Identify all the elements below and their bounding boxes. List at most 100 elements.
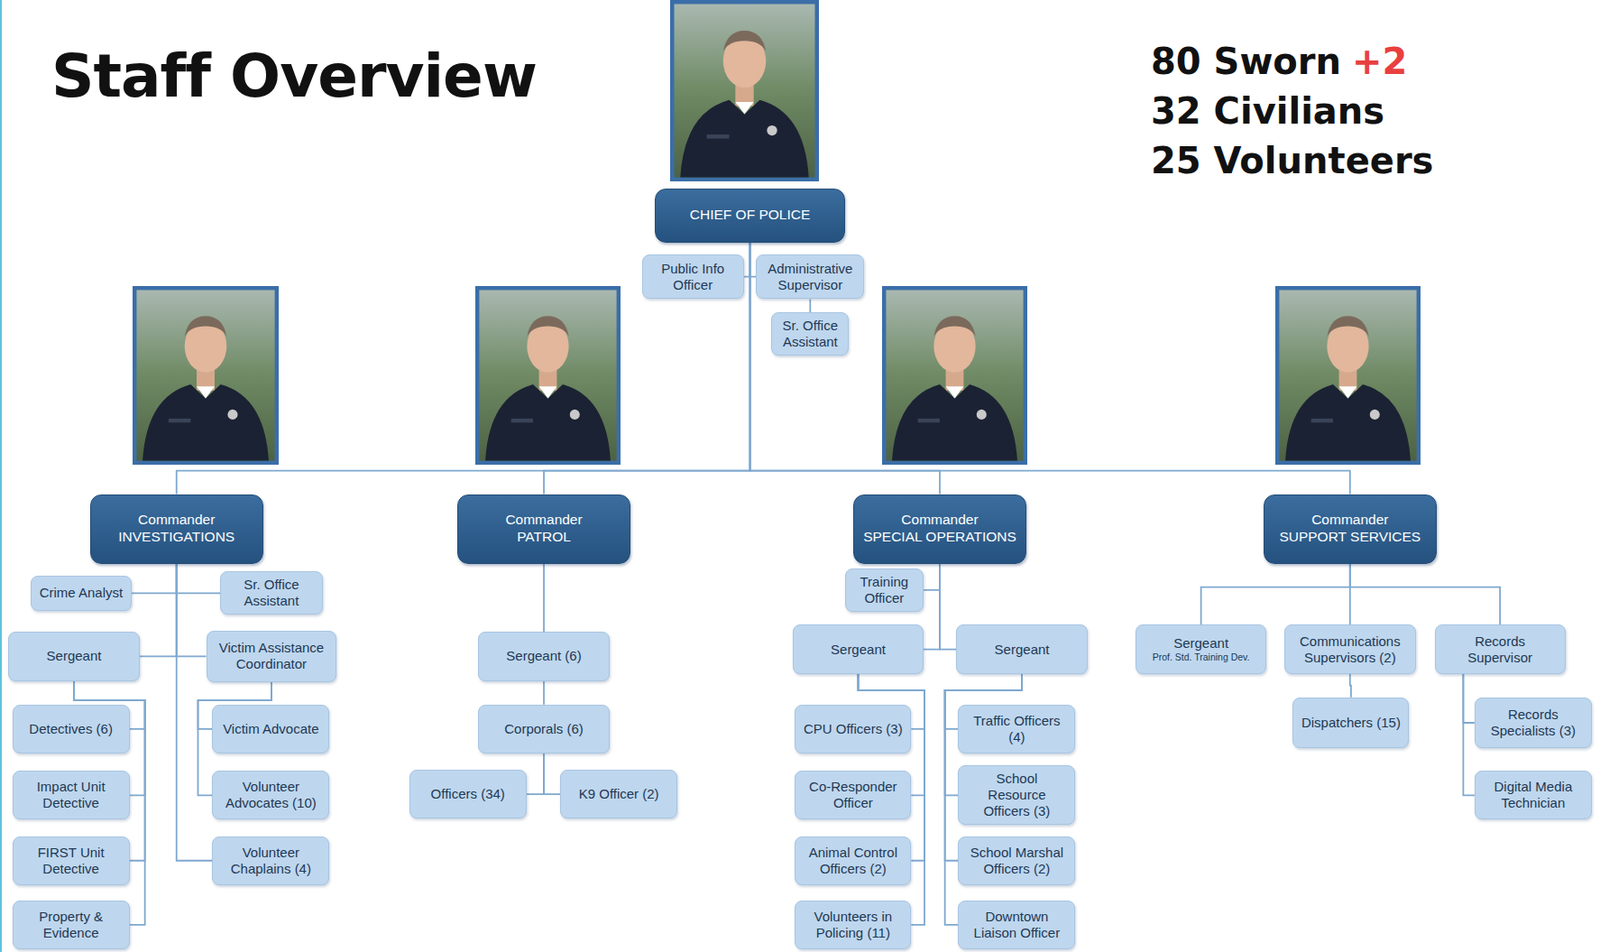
position-box: Communications Supervisors (2) [1284, 624, 1417, 673]
position-box: SergeantProf. Std. Training Dev. [1135, 624, 1267, 673]
leader-box: CHIEF OF POLICE [654, 188, 845, 243]
position-title: School Resource Officers (3) [965, 770, 1067, 819]
leader-box: CommanderINVESTIGATIONS [90, 494, 264, 564]
position-box: Records Specialists (3) [1474, 697, 1592, 749]
org-connector [1462, 673, 1474, 796]
staff-count: 32 Civilians [1150, 89, 1385, 133]
position-box: Traffic Officers (4) [957, 704, 1076, 754]
position-box: Corporals (6) [478, 704, 610, 754]
position-title: Training Officer [853, 573, 916, 607]
position-title: CHIEF OF POLICE [662, 206, 837, 224]
leader-box: CommanderPATROL [457, 494, 631, 564]
position-box: Co-Responder Officer [794, 770, 911, 819]
commander-portrait [475, 285, 621, 465]
position-box: Records Supervisor [1434, 624, 1566, 673]
position-title: Co-Responder Officer [802, 778, 903, 811]
org-connector [750, 242, 757, 277]
position-title: K9 Officer (2) [568, 785, 670, 802]
position-box: Public Info Officer [642, 254, 745, 300]
org-connector [939, 563, 957, 650]
position-box: Administrative Supervisor [755, 254, 865, 300]
position-title: Sergeant [16, 647, 132, 664]
chief-portrait [670, 0, 819, 182]
org-connector [139, 563, 177, 657]
org-connector [857, 673, 925, 861]
org-connector [750, 242, 1351, 495]
position-title: Records Supervisor [1443, 633, 1558, 666]
position-title: Victim Advocate [220, 720, 322, 737]
staff-count: +2 [1351, 39, 1407, 83]
staff-count: 80 Sworn [1150, 39, 1342, 83]
org-connector [543, 753, 561, 794]
org-connector [1350, 673, 1352, 698]
position-title: Downtown Liaison Officer [965, 908, 1067, 941]
position-title: Victim Assistance Coordinator [214, 639, 330, 672]
position-title: Impact Unit Detective [20, 778, 122, 811]
org-connector [526, 753, 544, 794]
position-box: Officers (34) [409, 769, 527, 819]
position-title: Commander [98, 511, 256, 529]
position-box: K9 Officer (2) [560, 769, 678, 819]
position-title: Volunteers in Policing (11) [802, 908, 903, 941]
org-connector [176, 563, 213, 861]
position-title: Commander [465, 511, 623, 529]
position-title: Detectives (6) [20, 720, 122, 737]
position-box: School Marshal Officers (2) [957, 836, 1076, 885]
position-box: Digital Media Technician [1474, 770, 1592, 819]
position-title: Crime Analyst [38, 584, 124, 601]
commander-portrait [132, 285, 279, 465]
commander-portrait [1275, 285, 1421, 465]
staff-count: 25 Volunteers [1150, 138, 1434, 183]
position-box: Dispatchers (15) [1292, 697, 1409, 749]
position-box: Victim Advocate [211, 704, 330, 754]
position-box: Sr. Office Assistant [220, 570, 322, 615]
org-connector [750, 242, 940, 495]
position-box: Sergeant (6) [478, 631, 610, 681]
org-connector [1350, 563, 1500, 626]
position-title: Dispatchers (15) [1300, 714, 1401, 731]
position-box: Volunteer Advocates (10) [211, 770, 330, 819]
commander-portrait [882, 285, 1028, 465]
position-title: CPU Officers (3) [802, 720, 903, 737]
position-subtitle: PATROL [465, 528, 623, 546]
position-title: Property & Evidence [20, 908, 122, 941]
position-title: Animal Control Officers (2) [802, 844, 903, 877]
position-box: Downtown Liaison Officer [957, 900, 1076, 949]
position-title: School Marshal Officers (2) [965, 844, 1067, 877]
position-box: School Resource Officers (3) [957, 764, 1076, 825]
connector-group [73, 242, 1500, 925]
leader-box: CommanderSUPPORT SERVICES [1263, 494, 1437, 564]
org-connector [1462, 673, 1474, 723]
org-connector [176, 242, 751, 495]
position-title: Communications Supervisors (2) [1292, 633, 1408, 666]
position-title: Sergeant [800, 641, 916, 658]
position-title: Commander [1271, 511, 1429, 529]
org-connector [1201, 563, 1351, 626]
org-connector [543, 242, 751, 495]
position-box: CPU Officers (3) [794, 704, 911, 754]
org-connector [923, 563, 940, 650]
org-connector [131, 563, 177, 594]
org-connector [923, 563, 940, 590]
position-box: Crime Analyst [30, 575, 132, 610]
position-box: Detectives (6) [12, 704, 130, 754]
position-title: Administrative Supervisor [763, 260, 856, 294]
position-subtitle: SPECIAL OPERATIONS [861, 528, 1019, 546]
org-connector [809, 298, 811, 312]
position-box: FIRST Unit Detective [12, 836, 130, 885]
position-box: Sergeant [956, 624, 1088, 673]
position-title: Traffic Officers (4) [965, 712, 1067, 745]
leader-box: CommanderSPECIAL OPERATIONS [853, 494, 1027, 564]
position-box: Sergeant [8, 631, 140, 681]
position-title: Volunteer Chaplains (4) [220, 844, 322, 877]
position-box: Property & Evidence [12, 900, 130, 949]
position-box: Volunteers in Policing (11) [794, 900, 911, 949]
position-title: FIRST Unit Detective [20, 844, 122, 877]
position-title: Digital Media Technician [1482, 778, 1584, 811]
position-box: Training Officer [845, 568, 924, 612]
org-connector [542, 563, 545, 633]
org-connector [176, 563, 207, 657]
position-title: Sr. Office Assistant [779, 317, 841, 350]
position-title: Sr. Office Assistant [228, 576, 314, 609]
